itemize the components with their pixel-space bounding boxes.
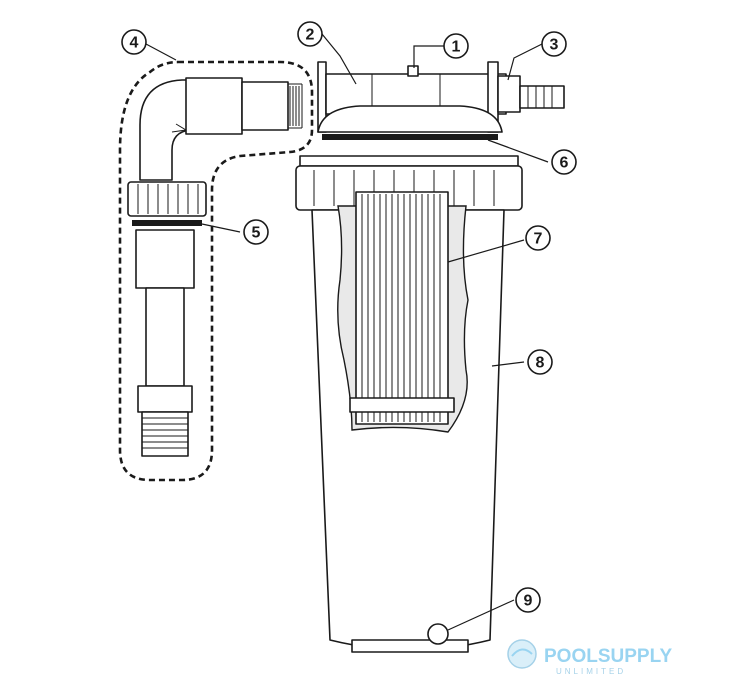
cartridge-part-7: [355, 191, 449, 425]
tube-upper: [135, 229, 195, 289]
callout-5: 5: [243, 219, 269, 245]
callout-7: 7: [525, 225, 551, 251]
cartridge-end-cap: [349, 397, 455, 413]
poolsupply-watermark: POOLSUPPLY UNLIMITED: [507, 639, 672, 676]
elbow-threaded-adapter: [241, 81, 289, 131]
elbow-assembly-outline: [118, 60, 314, 482]
callout-8: 8: [527, 349, 553, 375]
callout-6-label: 6: [560, 155, 569, 172]
callout-9: 9: [515, 587, 541, 613]
hose-barb-part-3: [519, 85, 565, 109]
elbow-assembly: [118, 60, 314, 482]
filter-head: [299, 61, 565, 167]
drain-plug-part-9: [427, 623, 449, 645]
callout-3-label: 3: [550, 37, 559, 54]
callout-4-label: 4: [130, 35, 139, 52]
housing-rim: [299, 155, 519, 167]
callout-4: 4: [121, 29, 147, 55]
air-relief-valve-part-1: [407, 65, 419, 77]
tube-middle: [145, 287, 185, 387]
callout-2: 2: [297, 21, 323, 47]
filter-lid-part-2: [317, 105, 503, 133]
callout-6: 6: [551, 149, 577, 175]
callout-7-label: 7: [534, 231, 543, 248]
watermark-brand: POOLSUPPLY: [544, 646, 672, 667]
union-nut: [127, 181, 207, 217]
callout-1-label: 1: [452, 39, 461, 56]
lid-o-ring-part-6: [322, 134, 498, 140]
callout-8-label: 8: [536, 355, 545, 372]
filter-housing: [295, 165, 523, 653]
housing-base: [351, 639, 469, 653]
watermark-subbrand: UNLIMITED: [556, 667, 626, 676]
elbow-sleeve: [185, 77, 243, 135]
callout-5-label: 5: [252, 225, 261, 242]
leader-lines: [145, 33, 549, 631]
callout-9-label: 9: [524, 593, 533, 610]
cartridge-pleats: [361, 194, 441, 422]
callout-3: 3: [541, 31, 567, 57]
tube-collar: [137, 385, 193, 413]
hose-adapter-collar: [497, 75, 521, 113]
watermark-swirl-icon: [507, 639, 537, 669]
o-ring-part-5: [132, 220, 202, 226]
callout-1: 1: [443, 33, 469, 59]
callout-2-label: 2: [306, 27, 315, 44]
tube-threaded-end: [141, 411, 189, 457]
